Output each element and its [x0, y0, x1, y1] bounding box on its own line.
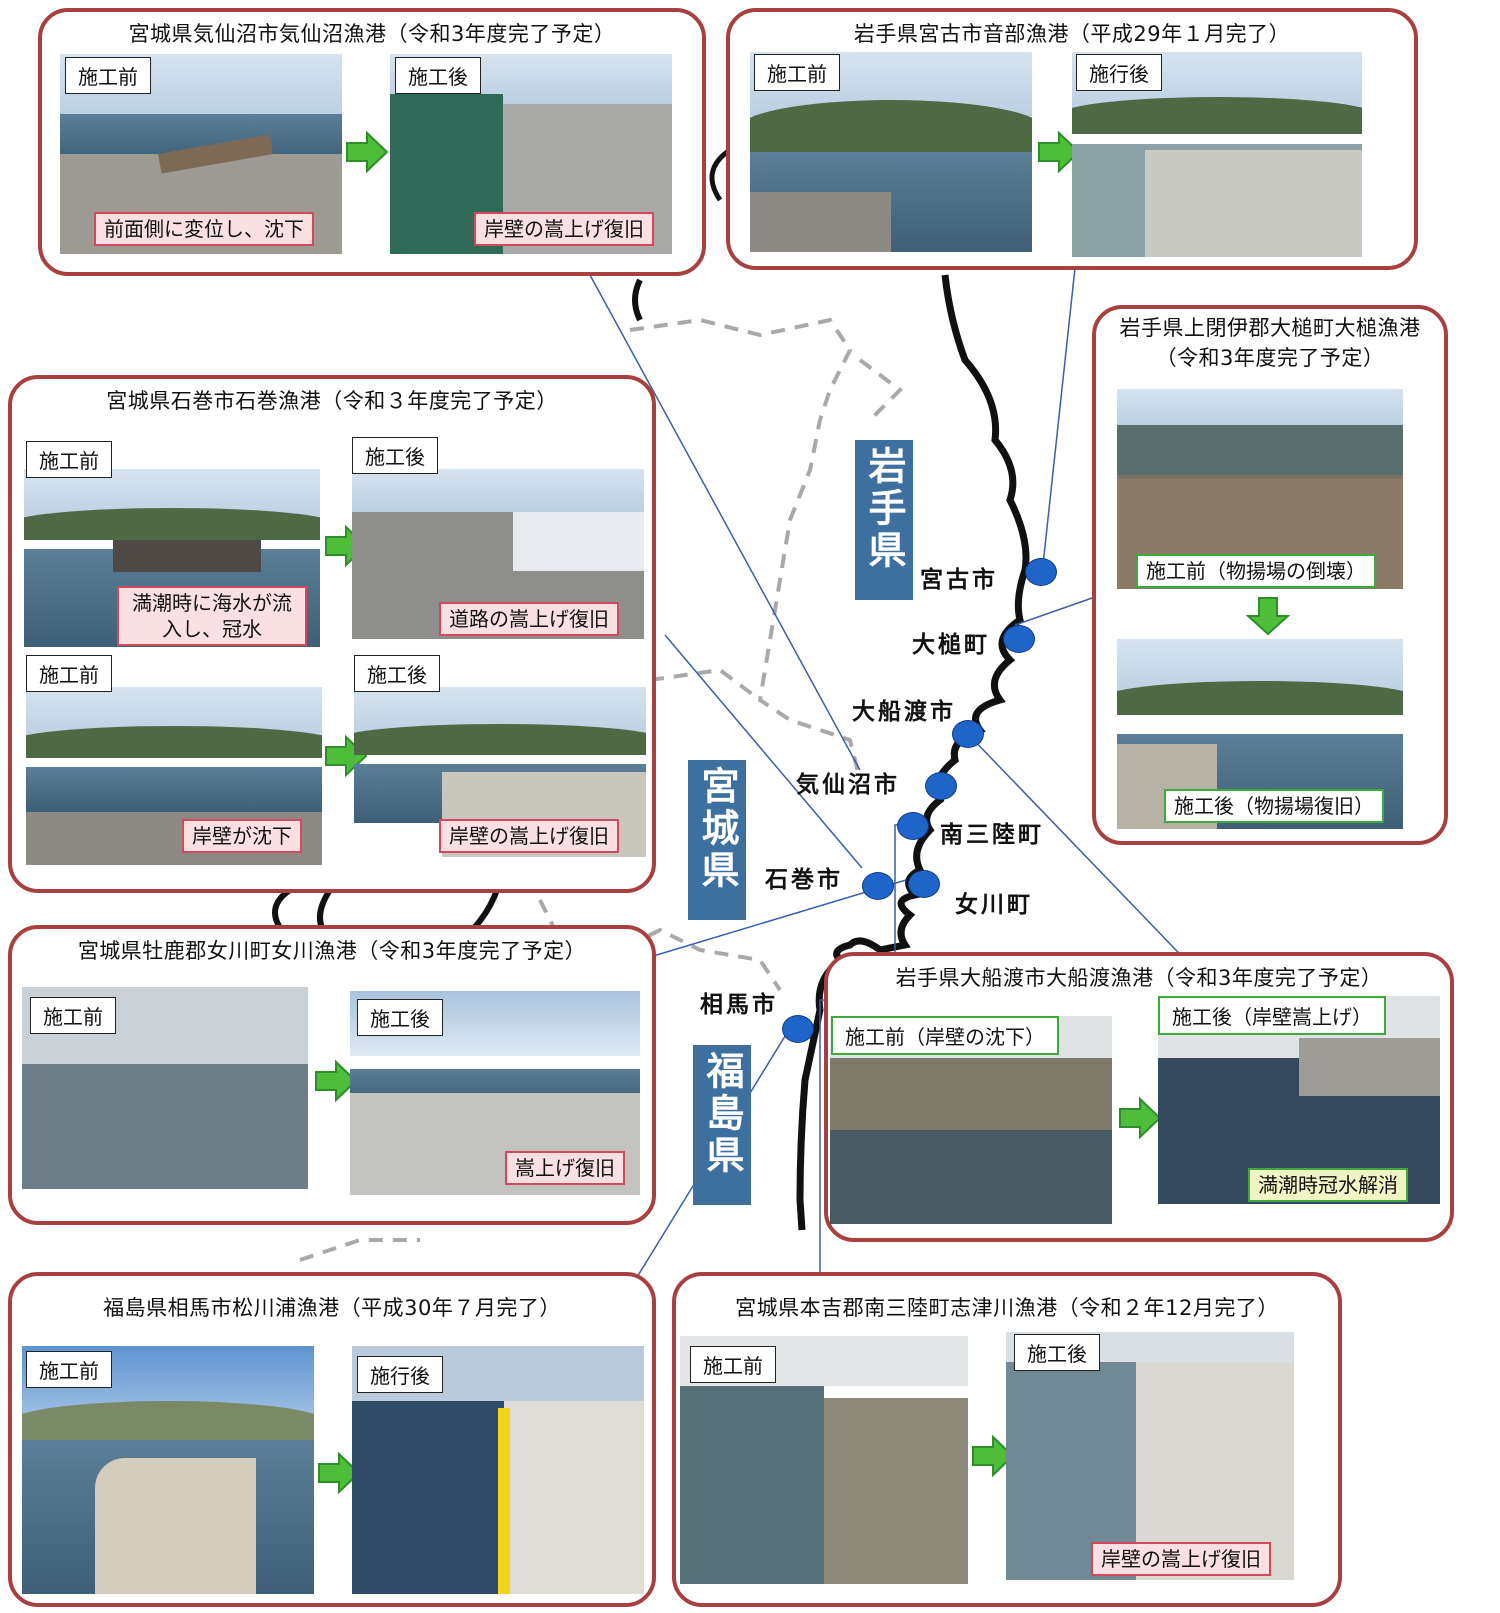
prefecture-border [858, 358, 904, 422]
city-marker-minamisanriku[interactable] [897, 812, 929, 840]
leader-line [1042, 267, 1076, 566]
prefecture-label-miyagi: 宮城県 [688, 760, 746, 920]
photo-before [22, 987, 308, 1189]
prefecture-border [649, 667, 762, 702]
panel-soma: 福島県相馬市松川浦漁港（平成30年７月完了） 施工前 施行後 [8, 1272, 656, 1607]
city-label-otsuchi: 大槌町 [912, 632, 990, 658]
after-caption: 満潮時冠水解消 [1248, 1168, 1408, 1202]
arrow-right-icon [1038, 130, 1081, 174]
panel-ofunato: 岩手県大船渡市大船渡漁港（令和3年度完了予定） 施工前（岸壁の沈下） 施工後（岸… [824, 952, 1454, 1242]
before-label: 施工前 [754, 54, 840, 91]
before-label: 施工前 [26, 1351, 112, 1388]
city-marker-otsuchi[interactable] [1003, 625, 1035, 653]
panel-ishinomaki: 宮城県石巻市石巻漁港（令和３年度完了予定） 施工前 満潮時に海水が流入し、冠水 … [8, 375, 656, 893]
panel-otsuchi: 岩手県上閉伊郡大槌町大槌漁港（令和3年度完了予定） 施工前（物揚場の倒壊） 施工… [1092, 305, 1448, 845]
after-label: 施工後（岸壁嵩上げ） [1158, 996, 1386, 1035]
after-label-2: 施工後 [354, 655, 440, 692]
photo-before [830, 1016, 1112, 1224]
panel-miyako: 岩手県宮古市音部漁港（平成29年１月完了） 施工前 施行後 [726, 8, 1418, 270]
after-label: 施行後 [357, 1356, 443, 1393]
panel-title: 岩手県上閉伊郡大槌町大槌漁港（令和3年度完了予定） [1119, 316, 1421, 370]
arrow-right-icon [318, 1451, 361, 1495]
after-label: 施工後 [357, 999, 443, 1036]
city-label-soma: 相馬市 [700, 992, 778, 1018]
panel-minamisanriku: 宮城県本吉郡南三陸町志津川漁港（令和２年12月完了） 施工前 施工後 岸壁の嵩上… [672, 1272, 1342, 1607]
prefecture-name: 福島県 [700, 1051, 744, 1177]
arrow-right-icon [315, 1059, 358, 1103]
prefecture-border [629, 317, 862, 781]
after-caption-1: 道路の嵩上げ復旧 [439, 602, 619, 636]
prefecture-border [299, 1238, 420, 1262]
arrow-down-icon [1246, 597, 1290, 636]
before-label: 施工前 [30, 997, 116, 1034]
city-marker-soma[interactable] [782, 1015, 814, 1043]
before-label: 施工前 [65, 57, 151, 94]
leader-line [589, 274, 861, 771]
prefecture-label-fukushima: 福島県 [693, 1045, 751, 1205]
photo-before [1117, 389, 1403, 589]
before-label-1: 施工前 [26, 441, 112, 478]
before-caption-2: 岸壁が沈下 [182, 819, 302, 853]
panel-title: 岩手県大船渡市大船渡漁港（令和3年度完了予定） [895, 966, 1383, 990]
panel-title: 宮城県本吉郡南三陸町志津川漁港（令和２年12月完了） [735, 1296, 1279, 1320]
city-label-miyako: 宮古市 [920, 567, 998, 593]
after-label: 施工後 [1014, 1334, 1100, 1371]
after-caption-2: 岸壁の嵩上げ復旧 [439, 819, 619, 853]
after-caption: 岸壁の嵩上げ復旧 [474, 212, 654, 246]
photo-before [680, 1336, 968, 1584]
panel-onagawa: 宮城県牡鹿郡女川町女川漁港（令和3年度完了予定） 施工前 施工後 嵩上げ復旧 [8, 925, 656, 1225]
after-caption: 岸壁の嵩上げ復旧 [1091, 1542, 1271, 1576]
arrow-right-icon [346, 130, 389, 174]
arrow-right-icon [972, 1434, 1015, 1478]
coastline [632, 278, 643, 322]
panel-title: 宮城県気仙沼市気仙沼漁港（令和3年度完了予定） [128, 22, 616, 46]
city-label-ishinomaki: 石巻市 [765, 867, 843, 893]
city-marker-kesennuma[interactable] [925, 772, 957, 800]
city-marker-miyako[interactable] [1025, 558, 1057, 586]
prefecture-name: 岩手県 [862, 446, 906, 572]
after-label: 施工後 [395, 57, 481, 94]
city-label-minamisanriku: 南三陸町 [940, 822, 1044, 848]
photo-before-2 [26, 687, 322, 865]
photo-before [22, 1346, 314, 1594]
city-marker-ishinomaki[interactable] [862, 872, 894, 900]
panel-title: 宮城県牡鹿郡女川町女川漁港（令和3年度完了予定） [77, 939, 587, 963]
before-caption: 施工前（物揚場の倒壊） [1136, 554, 1376, 588]
photo-after [1072, 52, 1362, 257]
before-label: 施工前（岸壁の沈下） [831, 1016, 1059, 1055]
prefecture-name: 宮城県 [695, 766, 739, 892]
after-caption: 施工後（物揚場復旧） [1164, 789, 1384, 823]
arrow-right-icon [1119, 1096, 1162, 1140]
panel-title: 宮城県石巻市石巻漁港（令和３年度完了予定） [106, 389, 558, 413]
prefecture-label-iwate: 岩手県 [855, 440, 913, 600]
leader-line [664, 634, 863, 869]
panel-title: 岩手県宮古市音部漁港（平成29年１月完了） [853, 22, 1291, 46]
after-label: 施行後 [1076, 54, 1162, 91]
city-marker-ofunato[interactable] [952, 720, 984, 748]
photo-after [352, 1346, 644, 1594]
panel-kesennuma: 宮城県気仙沼市気仙沼漁港（令和3年度完了予定） 施工前 前面側に変位し、沈下 施… [38, 8, 706, 276]
city-label-ofunato: 大船渡市 [852, 699, 956, 725]
leader-line [966, 732, 1201, 976]
city-marker-onagawa[interactable] [908, 870, 940, 898]
city-label-kesennuma: 気仙沼市 [796, 772, 900, 798]
before-label-2: 施工前 [26, 655, 112, 692]
before-label: 施工前 [690, 1346, 776, 1383]
prefecture-border [538, 899, 782, 992]
leader-line [639, 879, 907, 961]
after-label-1: 施工後 [352, 437, 438, 474]
panel-title: 福島県相馬市松川浦漁港（平成30年７月完了） [103, 1296, 561, 1320]
coastline [709, 147, 732, 202]
before-caption-1: 満潮時に海水が流入し、冠水 [117, 586, 307, 646]
after-caption: 嵩上げ復旧 [505, 1151, 625, 1185]
city-label-onagawa: 女川町 [955, 892, 1033, 918]
before-caption: 前面側に変位し、沈下 [94, 212, 314, 246]
